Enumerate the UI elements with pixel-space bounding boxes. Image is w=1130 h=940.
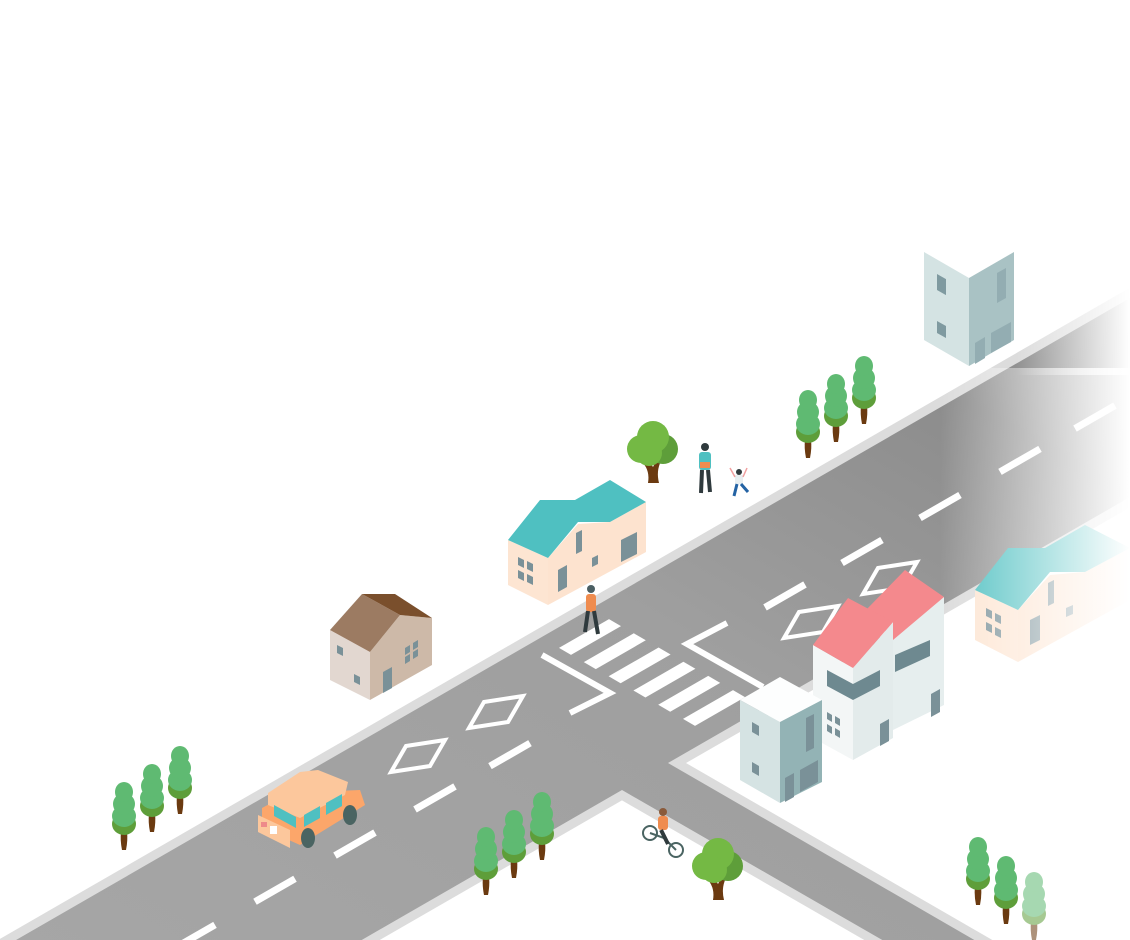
conifer-tree-icon: [966, 837, 990, 905]
crosswalk-stripe: [683, 690, 745, 726]
conifer-tree-icon: [994, 856, 1018, 924]
crosswalk-stripe: [633, 661, 696, 698]
conifer-tree-icon: [852, 356, 876, 424]
small-apartment: [740, 677, 822, 803]
road-markings: [181, 402, 1117, 940]
conifer-tree-icon: [796, 390, 820, 458]
car: [258, 770, 365, 848]
crosswalk-stripe: [583, 633, 646, 670]
diamond-marking: [780, 603, 842, 641]
brown-roof-house: [330, 594, 432, 700]
conifer-tree-icon: [474, 827, 498, 895]
diamond-marking: [387, 737, 449, 775]
jumping-child: [729, 467, 750, 497]
round-tree-icon: [627, 421, 678, 483]
lane-dash: [413, 783, 457, 813]
conifer-tree-icon: [1022, 872, 1046, 940]
crosswalk-stripe: [608, 647, 671, 684]
pink-roof-house-front: [813, 598, 893, 760]
crosswalk-stripe: [658, 675, 721, 712]
conifer-tree-icon: [502, 810, 526, 878]
fade-overlay: [1016, 285, 1130, 375]
fade-overlay: [940, 368, 1130, 688]
lane-dash: [333, 829, 377, 859]
conifer-tree-icon: [168, 746, 192, 814]
tall-building: [924, 252, 1014, 366]
conifer-tree-icon: [140, 764, 164, 832]
cyclist: [642, 808, 684, 858]
lane-dash: [763, 581, 807, 611]
diamond-marking: [465, 693, 527, 731]
conifer-tree-icon: [824, 374, 848, 442]
parent-with-baby: [699, 443, 712, 494]
lane-dash: [181, 921, 217, 940]
stop-line: [680, 620, 765, 690]
conifer-tree-icon: [112, 782, 136, 850]
stop-line: [540, 652, 617, 716]
lane-dash: [253, 875, 297, 905]
pedestrian-walking: [583, 585, 600, 635]
lane-dash: [488, 740, 532, 770]
teal-roof-house: [508, 480, 646, 605]
crosswalk-stripe: [559, 619, 621, 655]
lane-dash: [840, 536, 884, 567]
